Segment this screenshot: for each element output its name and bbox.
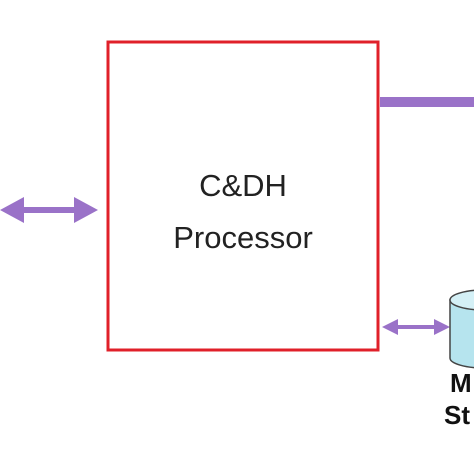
output-bus-line [380, 97, 474, 107]
processor-label-line1: C&DH [199, 168, 287, 203]
storage-label-line2: St [444, 400, 470, 430]
storage-cylinder-top [449, 289, 474, 311]
left-bidirectional-arrow [0, 197, 98, 223]
processor-box [106, 40, 380, 352]
storage-label-line1: M [450, 368, 472, 398]
storage-bidirectional-arrow [382, 319, 450, 335]
left-arrow-head-right [74, 197, 98, 223]
storage-arrow-head-left [382, 319, 398, 335]
processor-label-line2: Processor [173, 220, 313, 255]
left-arrow-head-left [0, 197, 24, 223]
storage-arrow-head-right [434, 319, 450, 335]
storage-cylinder-icon [449, 289, 474, 369]
storage-cylinder-body [449, 299, 474, 369]
